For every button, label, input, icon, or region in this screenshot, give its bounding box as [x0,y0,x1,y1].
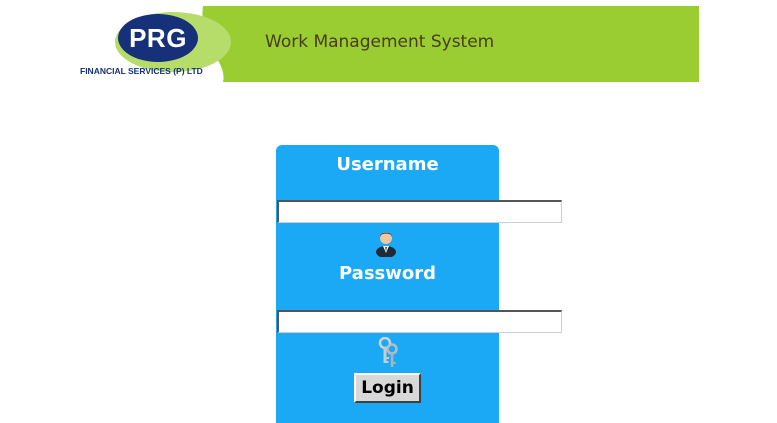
user-icon [376,232,396,257]
logo-oval [118,14,198,62]
username-input[interactable] [277,200,562,223]
password-input[interactable] [277,310,562,333]
login-button[interactable]: Login [354,373,421,403]
app-title: Work Management System [265,32,495,52]
username-label: Username [336,154,439,175]
header-banner: PRG FINANCIAL SERVICES (P) LTD Work Mana… [78,6,699,82]
company-logo: PRG [129,23,187,53]
password-label: Password [338,263,437,284]
banner-background [115,6,699,82]
keys-icon [378,337,398,367]
company-name: FINANCIAL SERVICES (P) LTD [80,66,203,76]
